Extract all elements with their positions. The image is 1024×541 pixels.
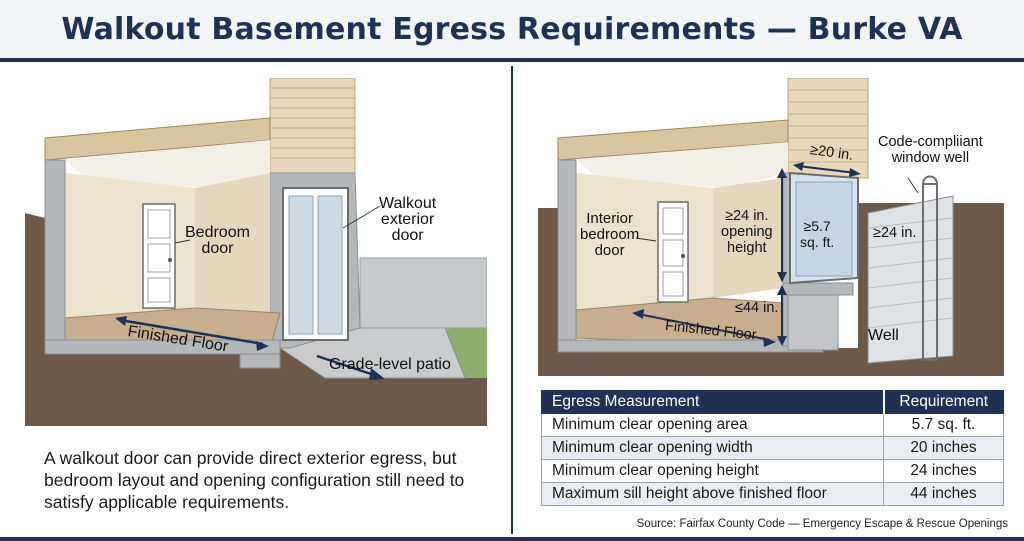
table-row: Maximum sill height above finished floor…: [541, 482, 1004, 506]
requirement-cell: 20 inches: [883, 436, 1004, 460]
label-well-depth: ≥24 in.: [873, 225, 917, 241]
panel-divider: [511, 66, 513, 534]
ceiling: [65, 140, 270, 188]
left-wall: [44, 159, 66, 341]
label-window-well: Code-compliiant window well: [878, 134, 983, 166]
walkout-svg: [25, 78, 487, 426]
col-measurement: Egress Measurement: [541, 390, 884, 414]
siding: [269, 78, 356, 174]
source-note: Source: Fairfax County Code — Emergency …: [636, 518, 1008, 530]
requirement-cell: 5.7 sq. ft.: [883, 413, 1004, 437]
table-header-row: Egress Measurement Requirement: [541, 390, 1004, 414]
page-title: Walkout Basement Egress Requirements — B…: [61, 11, 963, 47]
table-row: Minimum clear opening height 24 inches: [541, 459, 1004, 483]
window-well: [867, 195, 954, 364]
walkout-illustration: Bedroom door Walkout exterior door Finis…: [25, 78, 487, 426]
label-walkout-door: Walkout exterior door: [379, 195, 437, 244]
caption: A walkout door can provide direct exteri…: [44, 448, 465, 512]
header: Walkout Basement Egress Requirements — B…: [0, 0, 1024, 62]
label-sill: ≤44 in.: [735, 300, 779, 316]
requirement-cell: 24 inches: [883, 459, 1004, 483]
label-interior-door: Interior bedroom door: [580, 210, 640, 259]
label-well: Well: [868, 327, 899, 344]
requirement-cell: 44 inches: [883, 482, 1004, 506]
table-row: Minimum clear opening area 5.7 sq. ft.: [541, 413, 1004, 437]
side-wall: [195, 173, 270, 318]
measurement-cell: Minimum clear opening area: [541, 413, 884, 437]
table-row: Minimum clear opening width 20 inches: [541, 436, 1004, 460]
exterior-wall: [359, 257, 487, 329]
footing-step: [239, 353, 281, 369]
label-patio: Grade-level patio: [329, 356, 451, 373]
window-well-illustration: Interior bedroom door ≥20 in. ≥24 in. op…: [538, 78, 1004, 376]
measurement-cell: Minimum clear opening height: [541, 459, 884, 483]
egress-table: Egress Measurement Requirement Minimum c…: [541, 390, 1004, 506]
label-area: ≥5.7 sq. ft.: [800, 218, 835, 250]
measurement-cell: Maximum sill height above finished floor: [541, 482, 884, 506]
measurement-cell: Minimum clear opening width: [541, 436, 884, 460]
bottom-bar: [0, 537, 1024, 541]
label-bedroom-door: Bedroom door: [185, 224, 250, 257]
footing: [44, 339, 281, 355]
col-requirement: Requirement: [882, 390, 1004, 414]
window-well-svg: [538, 78, 1004, 376]
label-height: ≥24 in. opening height: [721, 208, 773, 256]
sill: [782, 282, 854, 296]
